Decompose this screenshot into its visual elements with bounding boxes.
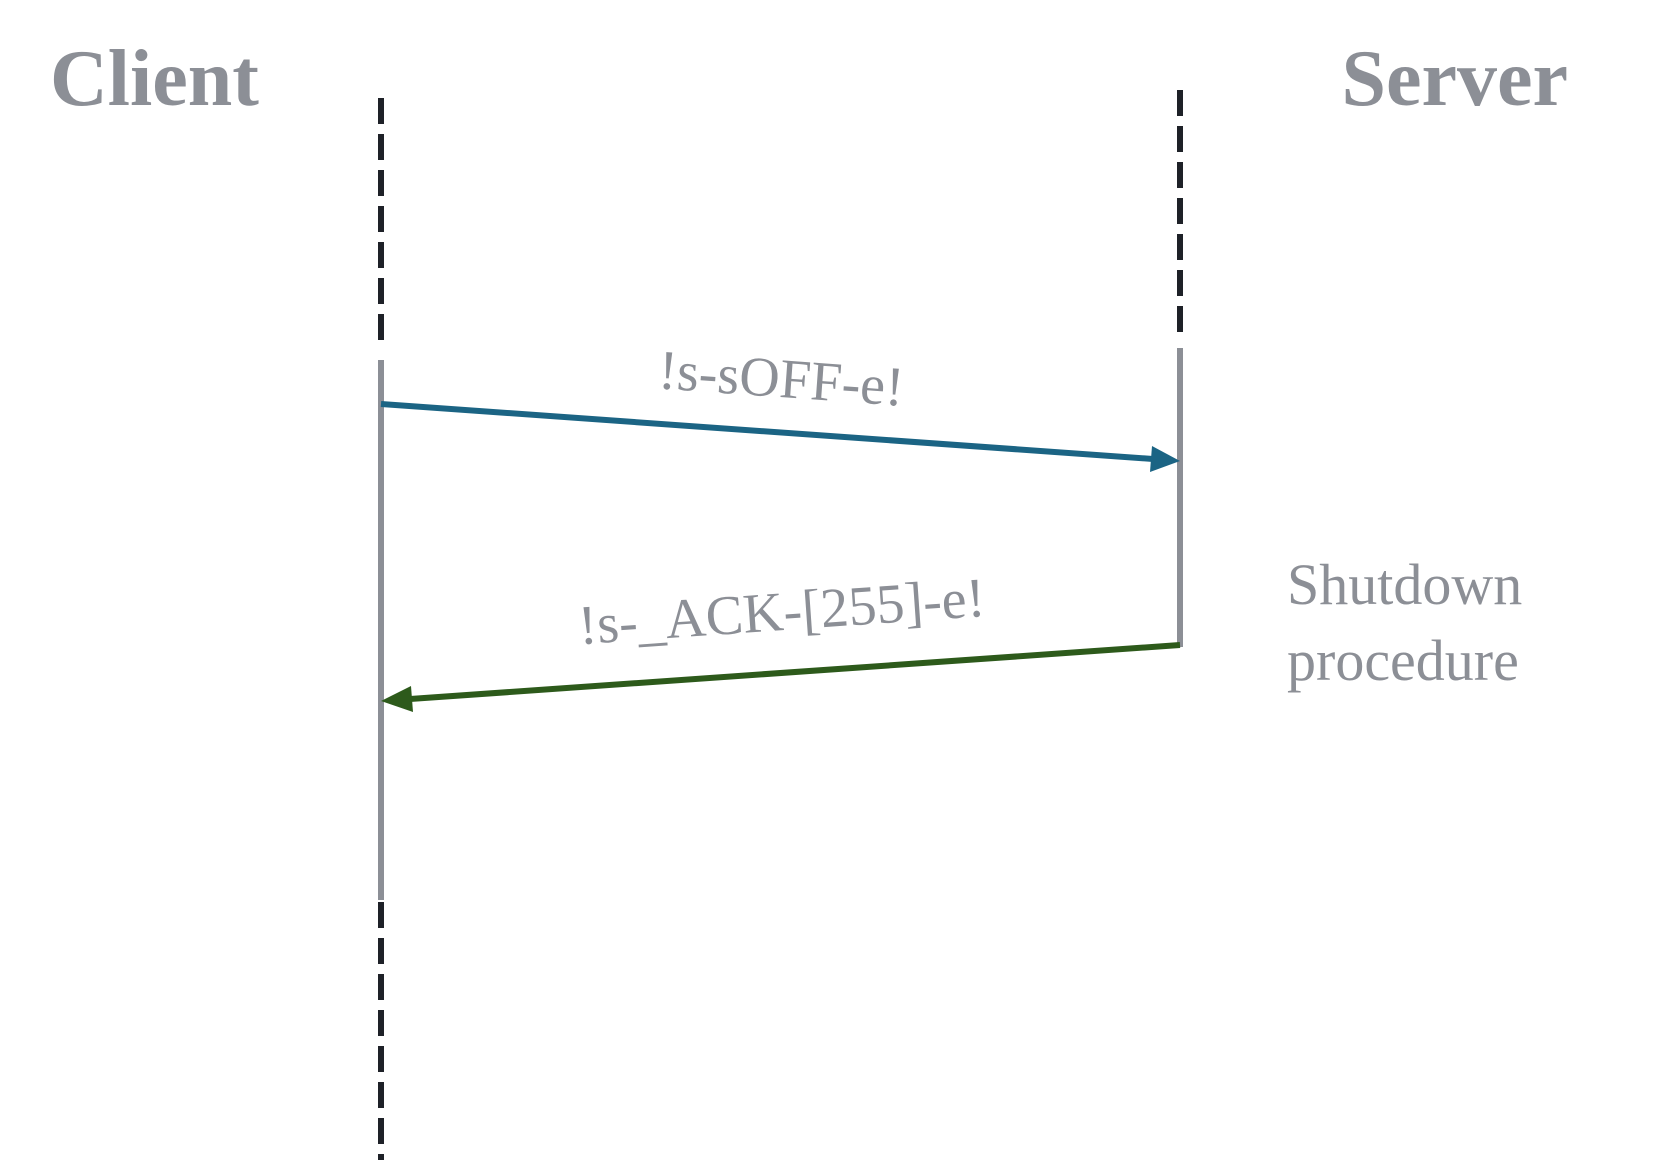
message-arrow-line [409, 642, 1181, 702]
arrowhead-icon [1150, 446, 1180, 472]
note-line-1: Shutdown [1287, 552, 1522, 617]
message-ack-response: !s-_ACK-[255]-e! [381, 567, 1181, 712]
arrowhead-icon [381, 686, 413, 712]
shutdown-note: Shutdown procedure [1287, 552, 1522, 693]
message-arrow-line [380, 401, 1154, 462]
note-line-2: procedure [1287, 628, 1519, 693]
server-actor-label: Server [1341, 35, 1568, 123]
message-label: !s-_ACK-[255]-e! [576, 567, 987, 657]
message-off-request: !s-sOFF-e! [380, 339, 1180, 472]
client-actor-label: Client [50, 35, 259, 123]
message-label: !s-sOFF-e! [657, 339, 907, 418]
